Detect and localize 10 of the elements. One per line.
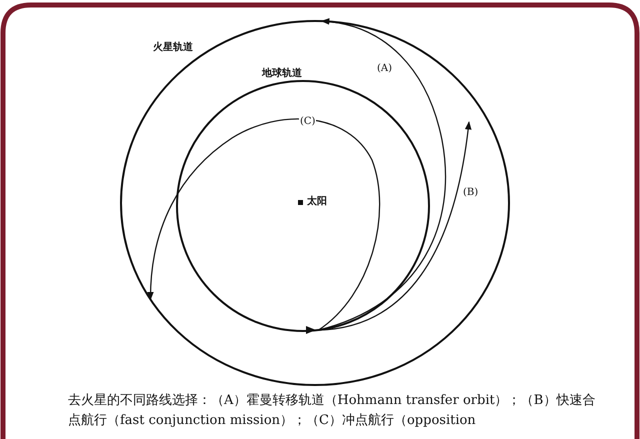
edge-label: (A) bbox=[376, 63, 394, 74]
orbit-label: 火星轨道 bbox=[153, 40, 193, 54]
trajectory-arrow bbox=[318, 18, 446, 331]
edge-label: (C) bbox=[299, 116, 316, 127]
caption: 去火星的不同路线选择：（A）霍曼转移轨道（Hohmann transfer orbit）；（B）快速合点航行（fast conjunction mission）；（C）冲点航行（opposition bbox=[68, 392, 596, 430]
trajectory-arrow bbox=[318, 121, 472, 331]
edge-label: (B) bbox=[462, 187, 480, 198]
orbit-label: 地球轨道 bbox=[262, 66, 302, 80]
sun-label: 太阳 bbox=[307, 194, 327, 208]
trajectory-arrow bbox=[147, 118, 380, 331]
